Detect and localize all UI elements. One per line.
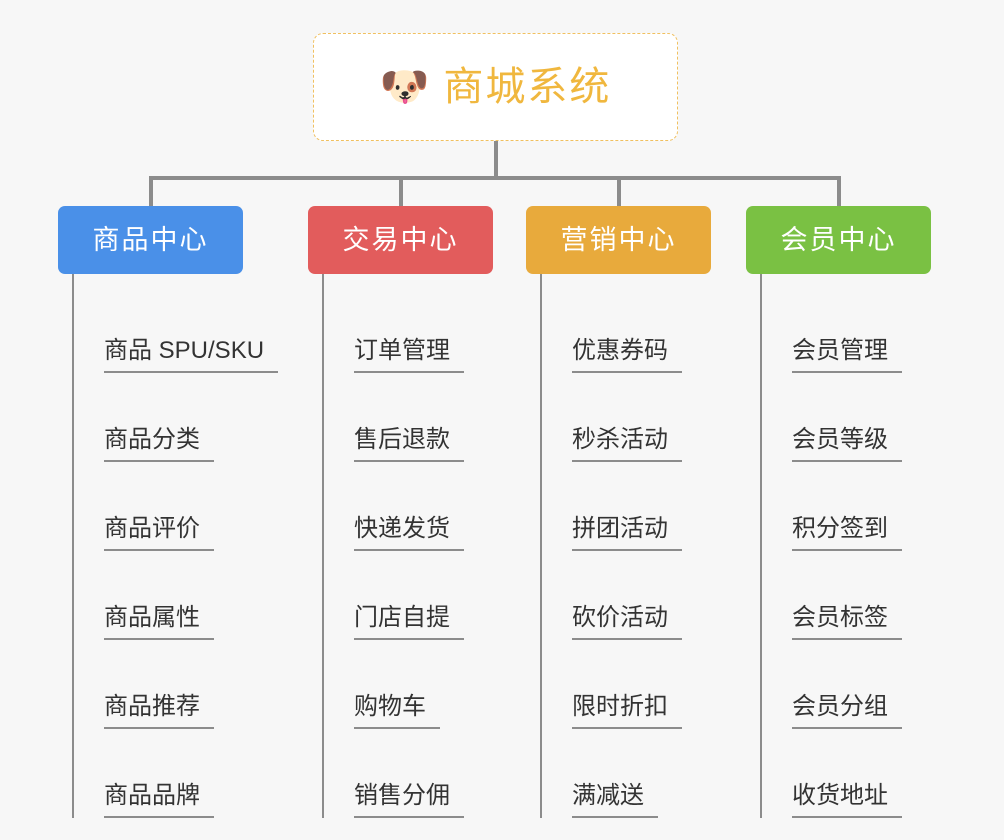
leaf-item[interactable]: 购物车	[324, 640, 493, 729]
root-node[interactable]: 🐶 商城系统	[313, 33, 678, 141]
leaf-item-label: 商品 SPU/SKU	[104, 337, 279, 373]
leaf-item[interactable]: 积分签到	[762, 462, 931, 551]
leaf-item[interactable]: 限时折扣	[542, 640, 711, 729]
leaf-item-label: 拼团活动	[572, 515, 682, 551]
leaf-item-label: 门店自提	[354, 604, 464, 640]
leaf-item[interactable]: 会员管理	[762, 284, 931, 373]
leaf-item[interactable]: 门店自提	[324, 551, 493, 640]
leaf-item-label: 商品品牌	[104, 782, 214, 818]
leaf-item[interactable]: 快递发货	[324, 462, 493, 551]
leaf-item-label: 秒杀活动	[572, 426, 682, 462]
leaf-item[interactable]: 商品品牌	[74, 729, 278, 818]
leaf-item-label: 销售分佣	[354, 782, 464, 818]
leaf-item[interactable]: 商品评价	[74, 462, 278, 551]
branch-leaf-list: 订单管理售后退款快递发货门店自提购物车销售分佣	[322, 274, 493, 818]
leaf-item-label: 积分签到	[792, 515, 902, 551]
leaf-item-label: 订单管理	[354, 337, 464, 373]
leaf-item-label: 售后退款	[354, 426, 464, 462]
leaf-item-label: 满减送	[572, 782, 658, 818]
leaf-item[interactable]: 拼团活动	[542, 462, 711, 551]
leaf-item-label: 商品属性	[104, 604, 214, 640]
branch-header-label: 营销中心	[560, 224, 677, 255]
leaf-item[interactable]: 满减送	[542, 729, 711, 818]
branch-column: 商品中心商品 SPU/SKU 商品分类商品评价商品属性商品推荐商品品牌	[58, 206, 279, 818]
leaf-item-label: 快递发货	[354, 515, 464, 551]
connector-branch-drop	[399, 176, 403, 206]
leaf-item[interactable]: 会员等级	[762, 373, 931, 462]
leaf-item[interactable]: 商品分类	[74, 373, 278, 462]
branch-header-label: 会员中心	[780, 224, 897, 255]
root-title: 商城系统	[443, 65, 612, 109]
leaf-item[interactable]: 商品 SPU/SKU	[74, 284, 279, 373]
connector-branch-drop	[149, 176, 153, 206]
leaf-item-label: 商品分类	[104, 426, 214, 462]
branch-column: 交易中心订单管理售后退款快递发货门店自提购物车销售分佣	[308, 206, 493, 818]
dog-face-icon: 🐶	[379, 65, 430, 109]
leaf-item-label: 收货地址	[792, 782, 902, 818]
leaf-item[interactable]: 商品推荐	[74, 640, 278, 729]
branch-leaf-list: 商品 SPU/SKU 商品分类商品评价商品属性商品推荐商品品牌	[72, 274, 279, 818]
leaf-item[interactable]: 优惠券码	[542, 284, 711, 373]
branch-leaf-list: 会员管理会员等级积分签到会员标签会员分组收货地址	[760, 274, 931, 818]
leaf-item[interactable]: 销售分佣	[324, 729, 493, 818]
branch-column: 会员中心会员管理会员等级积分签到会员标签会员分组收货地址	[746, 206, 931, 818]
leaf-item-label: 商品推荐	[104, 693, 214, 729]
branch-leaf-list: 优惠券码秒杀活动拼团活动砍价活动限时折扣满减送	[540, 274, 711, 818]
branch-header[interactable]: 会员中心	[746, 206, 931, 274]
leaf-item[interactable]: 会员标签	[762, 551, 931, 640]
leaf-item-label: 会员分组	[792, 693, 902, 729]
leaf-item-label: 会员等级	[792, 426, 902, 462]
connector-branch-drop	[837, 176, 841, 206]
leaf-item-label: 砍价活动	[572, 604, 682, 640]
branch-header-label: 商品中心	[92, 224, 209, 255]
leaf-item[interactable]: 售后退款	[324, 373, 493, 462]
leaf-item[interactable]: 秒杀活动	[542, 373, 711, 462]
branch-header-label: 交易中心	[342, 224, 459, 255]
branch-header[interactable]: 交易中心	[308, 206, 493, 274]
leaf-item-label: 商品评价	[104, 515, 214, 551]
connector-root-stem	[494, 141, 498, 178]
branch-header[interactable]: 商品中心	[58, 206, 243, 274]
leaf-item[interactable]: 商品属性	[74, 551, 278, 640]
branch-column: 营销中心优惠券码秒杀活动拼团活动砍价活动限时折扣满减送	[526, 206, 711, 818]
leaf-item[interactable]: 砍价活动	[542, 551, 711, 640]
leaf-item-label: 会员标签	[792, 604, 902, 640]
leaf-item[interactable]: 订单管理	[324, 284, 493, 373]
connector-branch-drop	[617, 176, 621, 206]
branch-header[interactable]: 营销中心	[526, 206, 711, 274]
leaf-item-label: 会员管理	[792, 337, 902, 373]
leaf-item-label: 限时折扣	[572, 693, 682, 729]
leaf-item[interactable]: 会员分组	[762, 640, 931, 729]
leaf-item[interactable]: 收货地址	[762, 729, 931, 818]
connector-horizontal-bar	[149, 176, 841, 180]
leaf-item-label: 购物车	[354, 693, 440, 729]
leaf-item-label: 优惠券码	[572, 337, 682, 373]
